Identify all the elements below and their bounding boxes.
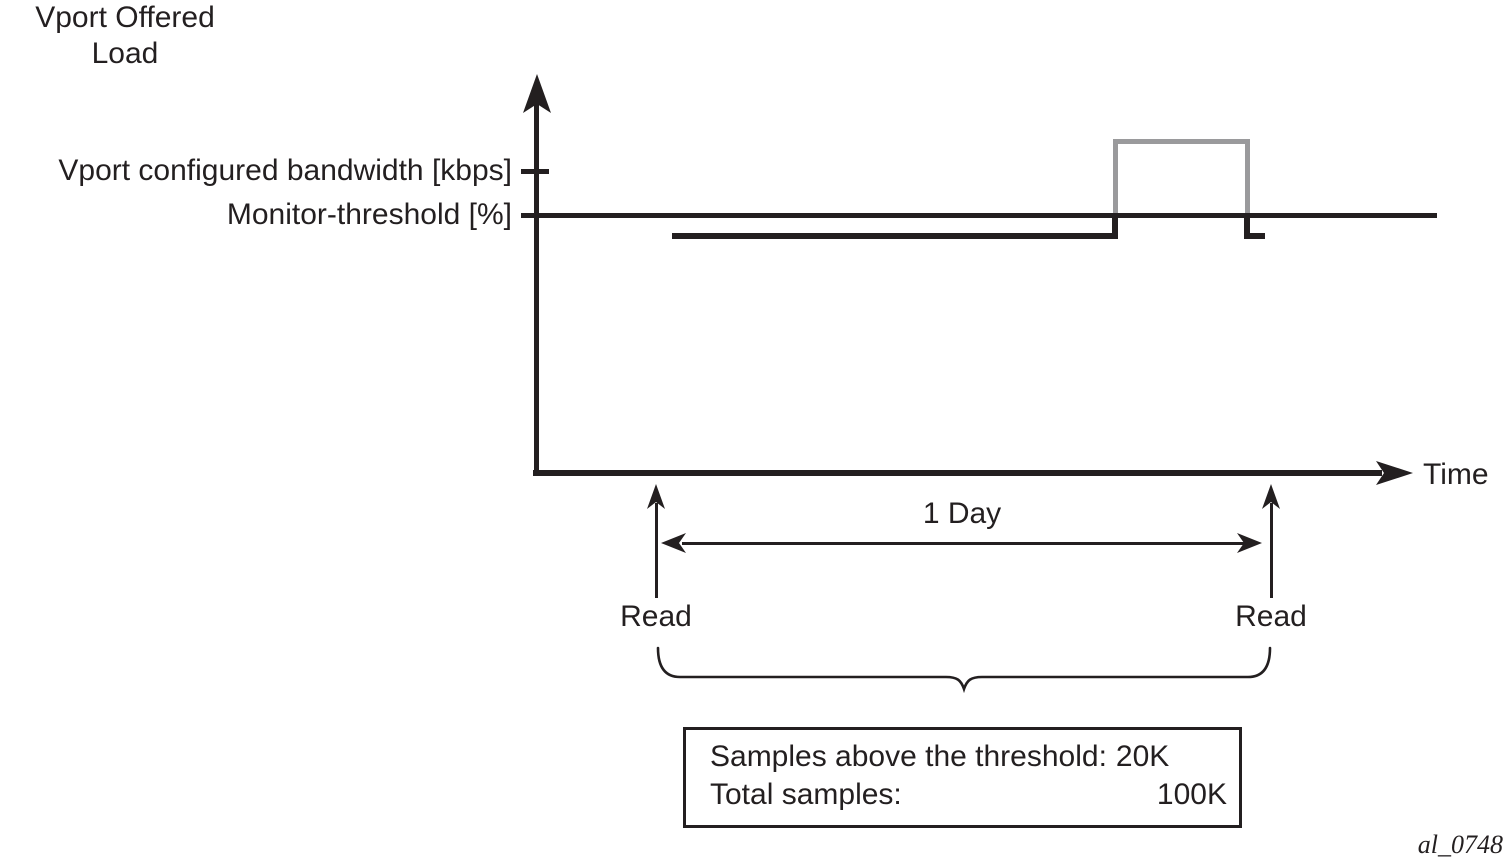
- pulse-top-edge: [1113, 139, 1250, 144]
- x-axis-label: Time: [1423, 458, 1489, 491]
- y-axis-line: [534, 95, 539, 476]
- x-axis-line: [533, 470, 1382, 476]
- interval-arrow-shaft: [682, 541, 1244, 545]
- samples-summary-box: Samples above the threshold: 20K Total s…: [683, 727, 1242, 828]
- sampling-window-brace: [656, 646, 1272, 694]
- samples-above-value: 20K: [1115, 740, 1170, 773]
- threshold-line: [521, 213, 1437, 218]
- configured-bandwidth-label: Vport configured bandwidth [kbps]: [58, 154, 512, 187]
- figure-id: al_0748: [1417, 830, 1503, 859]
- load-line-main: [672, 233, 1118, 239]
- pulse-right-edge: [1245, 139, 1250, 237]
- y-axis-title-line2: Load: [91, 37, 159, 70]
- samples-above-label: Samples above the threshold:: [710, 740, 1107, 773]
- total-samples-value: 100K: [1156, 778, 1227, 811]
- read-left-label: Read: [620, 600, 692, 633]
- read-right-label: Read: [1235, 600, 1307, 633]
- total-samples-row: Total samples: 100K: [710, 776, 1227, 814]
- bandwidth-tick: [521, 169, 549, 174]
- read-right-arrow-shaft: [1269, 503, 1273, 598]
- read-left-arrow-shaft: [654, 503, 658, 598]
- samples-above-row: Samples above the threshold: 20K: [710, 738, 1227, 776]
- total-samples-label: Total samples:: [710, 778, 902, 811]
- monitor-threshold-label: Monitor-threshold [%]: [226, 198, 512, 231]
- y-axis-title-line1: Vport Offered: [35, 1, 215, 34]
- pulse-left-edge: [1113, 139, 1118, 237]
- load-step-up: [1112, 218, 1118, 239]
- load-step-down: [1244, 218, 1250, 239]
- load-line-tail: [1244, 233, 1265, 239]
- interval-label: 1 Day: [922, 497, 1002, 530]
- y-axis-title: Vport Offered Load: [0, 0, 250, 72]
